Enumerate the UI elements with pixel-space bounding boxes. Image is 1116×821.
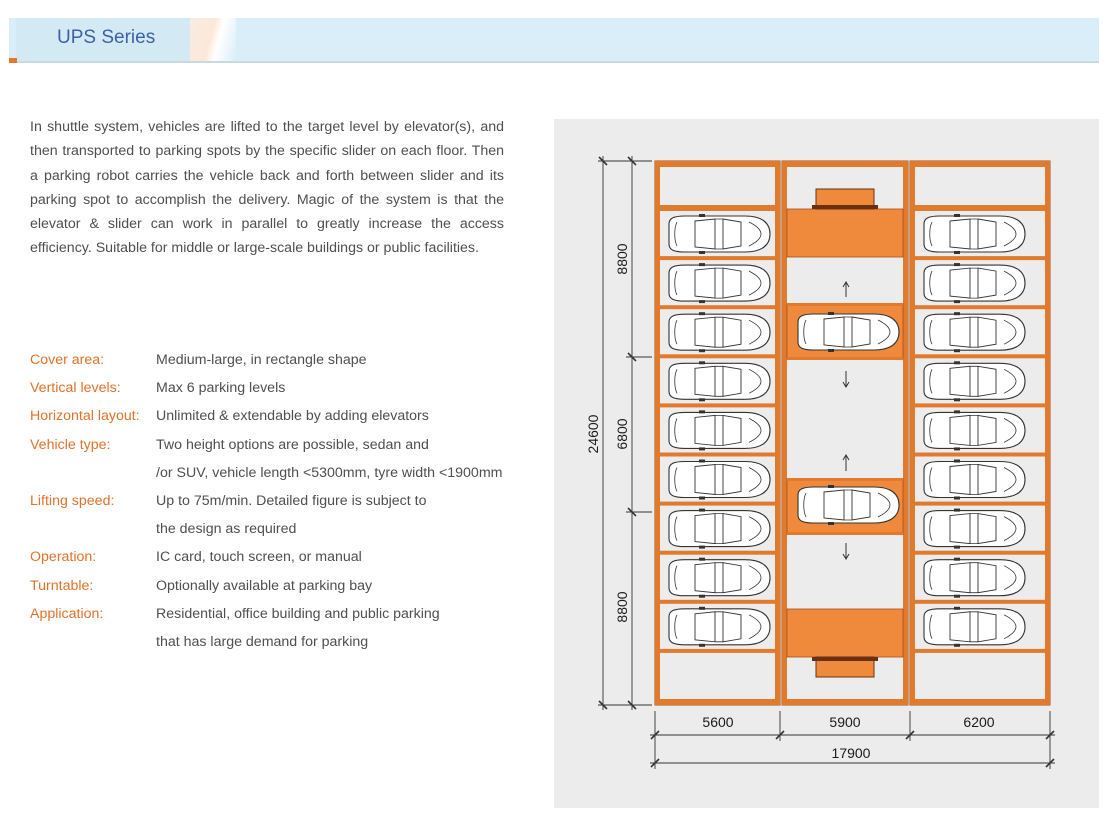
spec-row: Lifting speed: Up to 75m/min. Detailed fi… [30, 487, 530, 515]
dim-label-middle-height: 6800 [614, 418, 630, 449]
spec-value: the design as required [156, 521, 297, 538]
car-icon [668, 606, 771, 648]
spec-row: /or SUV, vehicle length <5300mm, tyre wi… [30, 459, 530, 487]
dim-label-total-height: 24600 [585, 414, 601, 453]
shelf-bar [655, 501, 780, 506]
shelf-bar [910, 599, 1050, 604]
shelf-bar [910, 207, 1050, 211]
header-page-curl [190, 18, 236, 61]
shelf-bar [655, 550, 780, 555]
shelf-bar [910, 452, 1050, 457]
shelf-bar [910, 256, 1050, 261]
spec-label: Turntable: [30, 577, 94, 594]
dim-label-upper-height: 8800 [614, 243, 630, 274]
car-icon [923, 458, 1026, 501]
shelf-bar [655, 403, 780, 408]
shelf-bar [655, 207, 780, 211]
spec-row: Operation: IC card, touch screen, or manu… [30, 543, 530, 571]
car-icon [668, 409, 771, 451]
spec-value: Residential, office building and public … [156, 605, 440, 622]
spec-label: Operation: [30, 549, 97, 566]
car-icon [797, 311, 900, 353]
car-icon [668, 213, 771, 255]
width-dimensions: 5600 5900 6200 17900 [650, 711, 1055, 769]
car-icon [923, 409, 1026, 451]
spec-label: Vehicle type: [30, 436, 111, 453]
shelf-bar [910, 403, 1050, 408]
shelf-bar [910, 305, 1050, 310]
height-dimensions: 8800 6800 8800 24600 [585, 156, 652, 710]
header-tab [16, 18, 201, 61]
shelf-bar [655, 305, 780, 310]
car-icon [668, 557, 771, 599]
car-icon [797, 484, 900, 526]
shelf-bar [655, 452, 780, 457]
car-icon [923, 508, 1026, 550]
spec-row: the design as required [30, 515, 530, 543]
layout-drawing: 5600 5900 6200 17900 8800 6800 8800 2460… [585, 156, 1055, 769]
shelf-bar [655, 256, 780, 261]
spec-value: Two height options are possible, sedan a… [156, 436, 429, 453]
spec-value: Medium-large, in rectangle shape [156, 352, 367, 368]
spec-value: Optionally available at parking bay [156, 577, 373, 594]
car-icon [923, 311, 1026, 353]
spec-value: Up to 75m/min. Detailed figure is subjec… [156, 492, 427, 509]
spec-row: Vertical levels: Max 6 parking levels [30, 374, 530, 402]
car-icon [923, 360, 1026, 402]
page-title: UPS Series [57, 27, 156, 48]
spec-list: Cover area: Medium-large, in rectangle sh… [30, 346, 530, 656]
dim-label-bay-3: 6200 [963, 714, 994, 730]
intro-paragraph: In shuttle system, vehicles are lifted t… [30, 119, 504, 257]
car-icon [668, 458, 771, 501]
shelf-bar [910, 648, 1050, 653]
shelf-bar [655, 648, 780, 653]
spec-value: Unlimited & extendable by adding elevato… [156, 408, 429, 425]
spec-label: Cover area: [30, 352, 105, 368]
dim-label-bay-2: 5900 [829, 714, 860, 730]
spec-label: Vertical levels: [30, 380, 121, 397]
dim-label-total-width: 17900 [832, 745, 871, 761]
car-icon [668, 262, 771, 304]
parking-layout-diagram: 5600 5900 6200 17900 8800 6800 8800 2460… [554, 119, 1099, 808]
header-accent [9, 58, 17, 63]
arrow-down-icon [842, 371, 850, 388]
spec-row: Turntable: Optionally available at parkin… [30, 572, 530, 600]
spec-value: IC card, touch screen, or manual [156, 549, 362, 566]
shelf-bar [910, 354, 1050, 359]
shelf-bar [655, 354, 780, 359]
car-icon [923, 606, 1026, 648]
structure-frame [654, 160, 1051, 706]
spec-value: /or SUV, vehicle length <5300mm, tyre wi… [156, 464, 503, 481]
spec-label: Application: [30, 605, 104, 622]
shelf-bar [655, 599, 780, 604]
spec-value: Max 6 parking levels [156, 380, 286, 397]
arrow-up-icon [842, 281, 850, 297]
spec-label: Horizontal layout: [30, 408, 140, 425]
arrow-down-icon [842, 543, 850, 560]
spec-row: Vehicle type: Two height options are poss… [30, 431, 530, 459]
dim-label-bay-1: 5600 [702, 714, 733, 730]
spec-row: Application: Residential, office building… [30, 600, 530, 628]
elevator-shaft [786, 188, 904, 678]
car-icon [923, 262, 1026, 304]
spec-row: Cover area: Medium-large, in rectangle sh… [30, 346, 530, 374]
spec-label: Lifting speed: [30, 492, 115, 509]
dim-label-lower-height: 8800 [614, 591, 630, 622]
car-icon [668, 311, 771, 353]
parked-cars [668, 213, 1026, 648]
car-icon [668, 508, 771, 550]
car-icon [668, 360, 771, 402]
spec-value: that has large demand for parking [156, 633, 369, 650]
car-icon [923, 213, 1026, 255]
shelf-bar [910, 550, 1050, 555]
spec-row: that has large demand for parking [30, 628, 530, 656]
shelf-bar [910, 501, 1050, 506]
arrow-up-icon [842, 454, 850, 471]
spec-row: Horizontal layout: Unlimited & extendable… [30, 402, 530, 430]
car-icon [923, 557, 1026, 599]
